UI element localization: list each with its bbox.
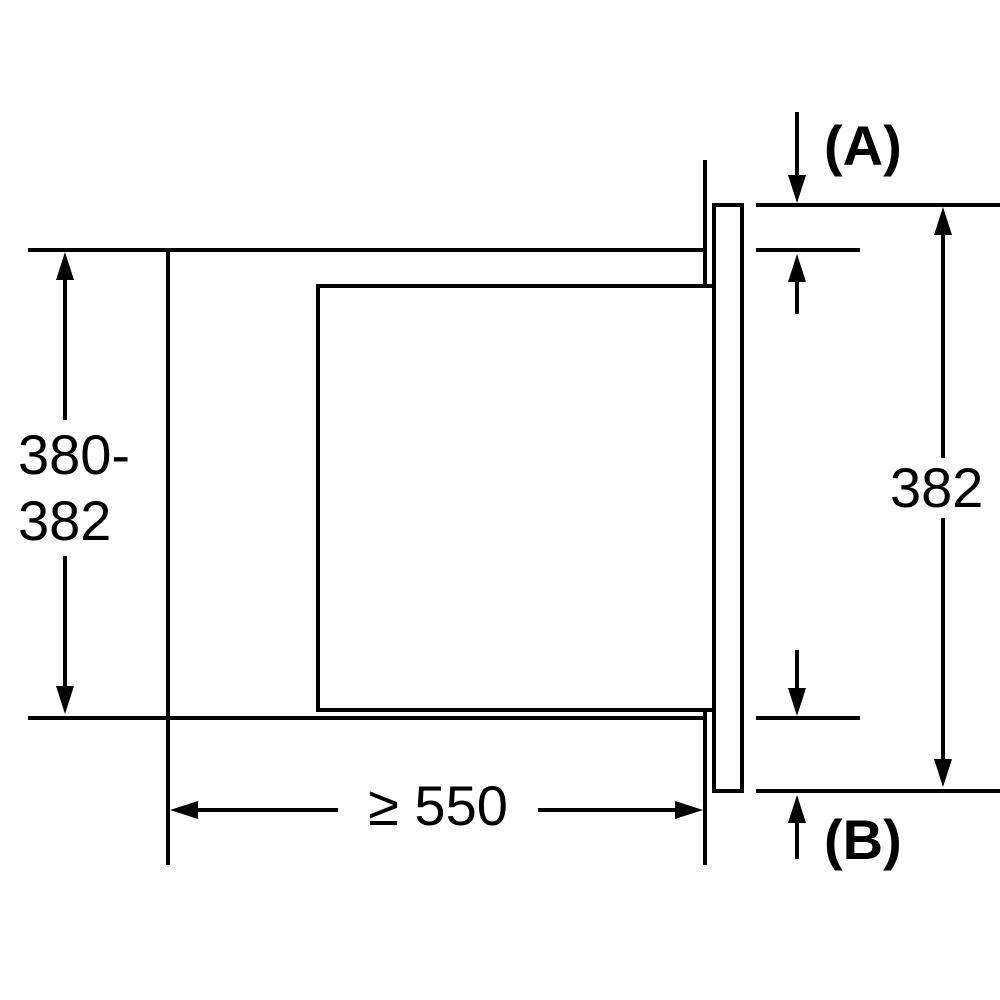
niche-height-bottom-arrowhead — [56, 686, 74, 714]
extension-line-niche-bottom-right — [756, 716, 860, 720]
niche-depth-right-arrowhead — [675, 801, 703, 819]
dimension-b-lower-arrow-shaft — [795, 821, 799, 859]
niche-height-label-line2: 382 — [18, 489, 112, 553]
dimension-a-lower-arrowhead — [788, 254, 806, 282]
niche-top-line — [166, 248, 707, 252]
niche-bottom-line — [166, 716, 707, 720]
niche-height-top-arrowhead — [56, 252, 74, 280]
frame-height-label: 382 — [886, 458, 988, 518]
extension-line-niche-bottom-left — [28, 716, 166, 720]
niche-left-wall-line — [166, 248, 170, 865]
dimension-b-label: (B) — [824, 808, 902, 871]
niche-height-label: 380- 382 — [14, 420, 135, 557]
dimension-a-upper-arrow-shaft — [795, 112, 799, 176]
dimension-a-upper-arrowhead — [788, 175, 806, 203]
dimension-b-lower-arrowhead — [788, 795, 806, 823]
appliance-front-frame — [712, 203, 744, 793]
niche-height-label-line1: 380- — [18, 423, 131, 486]
extension-line-niche-top-left — [28, 248, 166, 252]
niche-depth-left-arrowhead — [170, 801, 198, 819]
extension-line-niche-top-right — [756, 248, 860, 252]
dimension-b-upper-arrow-shaft — [795, 650, 799, 690]
appliance-body-outline — [316, 284, 716, 712]
extension-line-frame-bottom — [756, 789, 1000, 793]
extension-line-frame-top — [756, 203, 1000, 207]
dimension-b-upper-arrowhead — [788, 688, 806, 716]
dimension-a-label: (A) — [824, 114, 902, 177]
frame-height-top-arrowhead — [934, 207, 952, 235]
dimension-a-lower-arrow-shaft — [795, 280, 799, 314]
niche-depth-label: ≥ 550 — [338, 776, 538, 836]
frame-height-bottom-arrowhead — [934, 759, 952, 787]
